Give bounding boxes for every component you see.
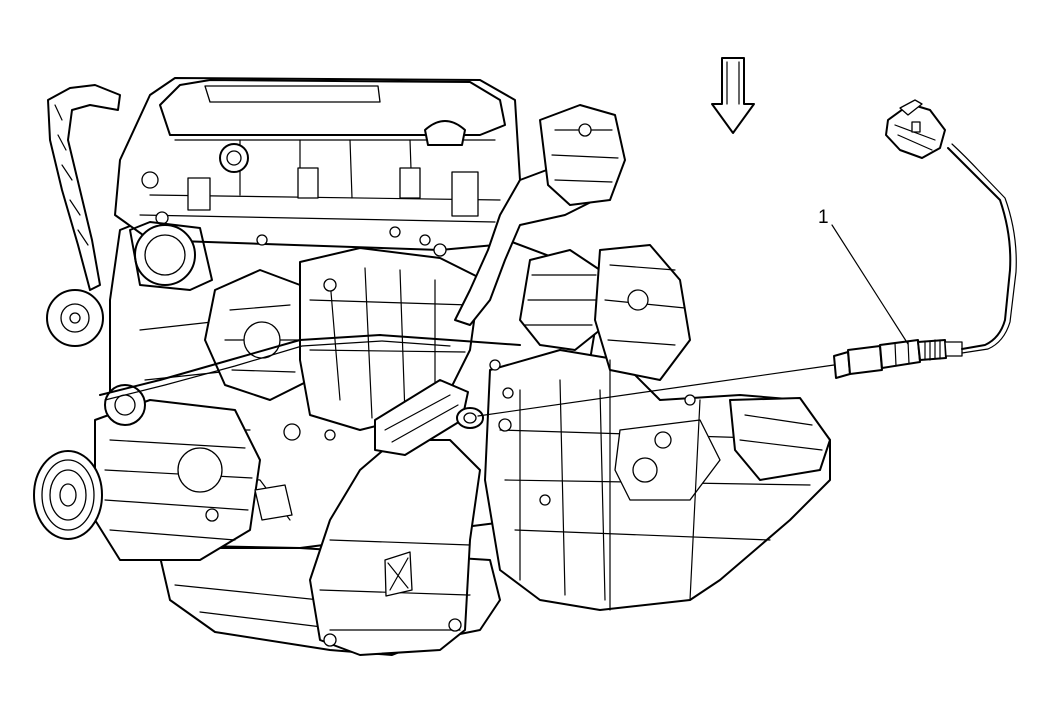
callout-1-label: 1: [818, 207, 829, 228]
belt-tensioner: [104, 384, 146, 426]
cylinder-head: [114, 77, 521, 257]
intake-hose: [47, 84, 121, 291]
oil-filter-housing: [519, 249, 601, 351]
callout-1-leader-line: [831, 224, 909, 345]
throttle-body: [129, 221, 213, 291]
sensor-mounting-boss: [456, 407, 484, 429]
view-direction-arrow: [711, 57, 755, 134]
installation-guide-line: [477, 364, 835, 417]
oxygen-sensor: [833, 339, 963, 379]
oxygen-sensor-connector: [885, 99, 946, 159]
crankshaft-pulley: [33, 450, 103, 540]
oxygen-sensor-harness: [947, 143, 1017, 354]
catalytic-converter: [309, 379, 481, 656]
egr-valve: [539, 104, 626, 206]
idler-pulley: [46, 289, 104, 347]
transmission-housing: [484, 244, 831, 611]
fastener-bolts: [205, 226, 514, 522]
ac-compressor: [94, 399, 261, 561]
wiring-harness: [99, 334, 521, 521]
